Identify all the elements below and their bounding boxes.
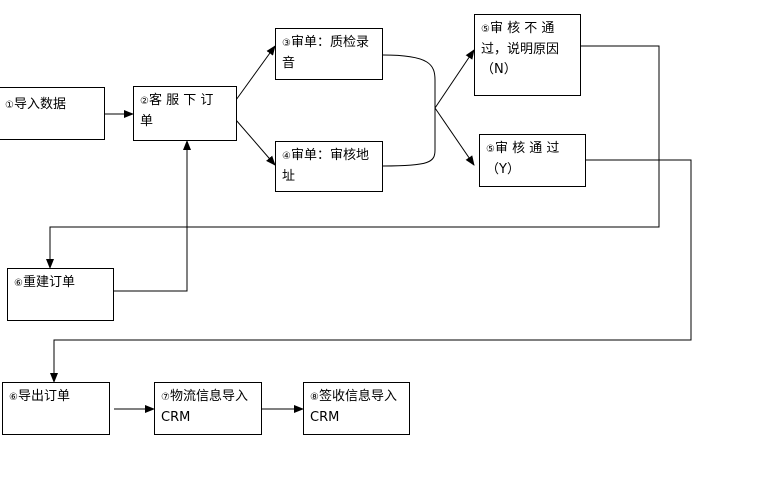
node-label: 客 服 下 订 单	[140, 93, 214, 129]
node-label: 导入数据	[13, 97, 66, 112]
step-number: ⑧	[310, 392, 319, 403]
step-number: ⑤	[486, 144, 495, 155]
node-logistics-import: ⑦物流信息导入 CRM	[154, 382, 262, 435]
step-number: ④	[282, 151, 291, 162]
step-number: ⑥	[9, 392, 18, 403]
node-rebuild-order: ⑥重建订单	[7, 268, 114, 321]
node-review-address: ④审单：审核地址	[275, 141, 383, 192]
node-review-pass: ⑤审 核 通 过（Y）	[479, 134, 586, 187]
node-import-data: ①导入数据	[0, 87, 105, 140]
node-label: 导出订单	[17, 389, 70, 404]
step-number: ⑥	[14, 278, 23, 289]
node-export-order: ⑥导出订单	[2, 382, 110, 435]
node-label: 签收信息导入 CRM	[310, 389, 397, 425]
arrow-order-to-qc	[235, 45, 276, 101]
step-number: ②	[140, 96, 149, 107]
node-label: 审 核 通 过（Y）	[486, 141, 560, 177]
node-label: 审 核 不 通 过，说明原因（N）	[481, 21, 560, 77]
node-review-fail: ⑤审 核 不 通 过，说明原因（N）	[474, 14, 581, 96]
step-number: ③	[282, 38, 291, 49]
arrow-to-review-pass	[434, 107, 475, 166]
step-number: ⑤	[481, 24, 490, 35]
arrow-order-to-address	[235, 119, 276, 166]
node-label: 重建订单	[22, 275, 75, 290]
arrow-fail-to-rebuild	[46, 45, 660, 269]
step-number: ①	[5, 100, 14, 111]
arrow-rebuild-to-order	[114, 140, 191, 292]
arrow-to-review-fail	[434, 49, 475, 109]
step-number: ⑦	[161, 392, 170, 403]
node-label: 审单：质检录音	[282, 35, 369, 71]
node-label: 审单：审核地址	[282, 148, 369, 184]
node-cs-order: ②客 服 下 订 单	[133, 86, 237, 141]
node-label: 物流信息导入 CRM	[161, 389, 248, 425]
arrow-pass-to-export	[50, 159, 692, 383]
node-review-qc: ③审单：质检录音	[275, 28, 383, 80]
merge-bracket	[382, 54, 436, 167]
node-receipt-import: ⑧签收信息导入 CRM	[303, 382, 410, 435]
